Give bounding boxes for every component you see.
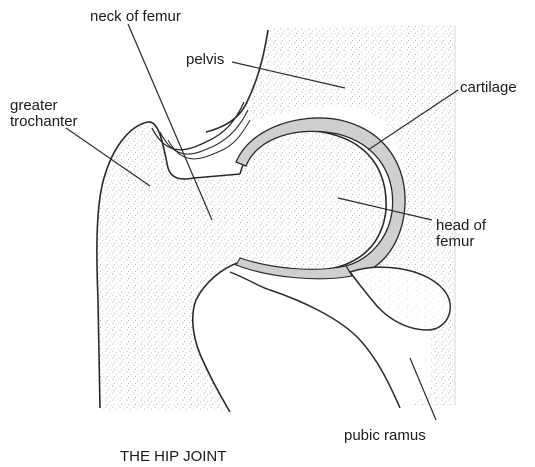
label-greater-trochanter-line2: trochanter — [10, 114, 78, 130]
label-head-of-femur-line1: head of — [436, 218, 486, 234]
capsule-lines — [152, 102, 244, 150]
label-head-of-femur: head of femur — [436, 218, 486, 250]
label-pubic-ramus: pubic ramus — [344, 428, 426, 444]
label-greater-trochanter-line1: greater — [10, 98, 78, 114]
label-greater-trochanter: greater trochanter — [10, 98, 78, 130]
label-head-of-femur-line2: femur — [436, 234, 486, 250]
diagram-title: THE HIP JOINT — [120, 449, 226, 465]
label-pelvis: pelvis — [186, 52, 224, 68]
label-neck-of-femur: neck of femur — [90, 9, 181, 25]
label-cartilage: cartilage — [460, 80, 517, 96]
